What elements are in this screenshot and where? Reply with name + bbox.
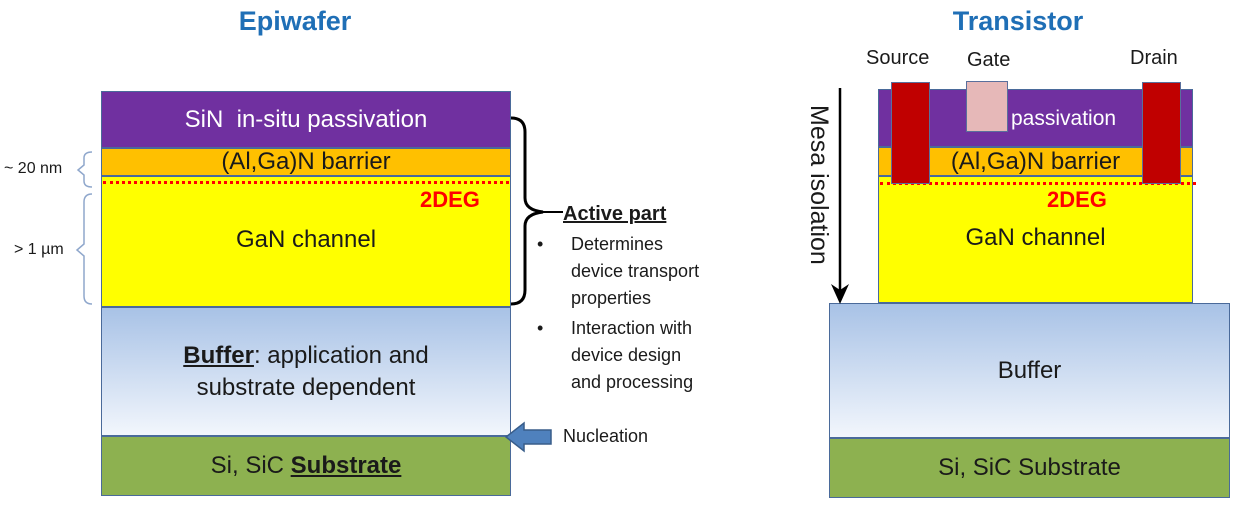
active-part-title: Active part — [563, 203, 667, 225]
nucleation-label: Nucleation — [563, 426, 649, 446]
epiwafer-barrier-layer: (Al,Ga)N barrier — [101, 148, 511, 176]
epiwafer-buffer-line1: : application and — [253, 341, 429, 369]
epiwafer-substrate-layer: Si, SiC Substrate — [101, 436, 511, 496]
epiwafer-channel-layer: GaN channel — [101, 176, 511, 307]
transistor-passivation-layer: passivation — [878, 89, 1193, 147]
transistor-2deg-line — [880, 182, 1196, 185]
bullet-line: and processing — [571, 372, 694, 392]
bullet-item: • Interaction with device design and pro… — [537, 315, 767, 396]
epiwafer-substrate-plain: Si, SiC — [210, 452, 291, 479]
active-part-brace — [510, 116, 563, 306]
drain-contact — [1142, 82, 1181, 184]
active-part-bullets: • Determines device transport properties… — [537, 231, 767, 396]
transistor-2deg-label: 2DEG — [1047, 187, 1107, 212]
transistor-buffer-label: Buffer — [997, 356, 1062, 384]
transistor-buffer-layer: Buffer — [829, 303, 1230, 438]
epiwafer-barrier-label: (Al,Ga)N barrier — [221, 148, 391, 175]
barrier-thickness-label: ~ 20 nm — [4, 160, 63, 177]
epiwafer-channel-label: GaN channel — [235, 225, 377, 253]
transistor-channel-layer: GaN channel — [878, 176, 1193, 303]
gate-label: Gate — [967, 49, 1011, 71]
transistor-title: Transistor — [952, 6, 1084, 36]
epiwafer-buffer-bold: Buffer — [183, 341, 254, 369]
epiwafer-substrate-bold: Substrate — [290, 452, 402, 479]
transistor-substrate-layer: Si, SiC Substrate — [829, 438, 1230, 498]
epiwafer-2deg-label: 2DEG — [420, 187, 480, 212]
channel-thickness-bracket — [75, 193, 93, 305]
bullet-line: Interaction with — [571, 318, 693, 338]
bullet-line: properties — [571, 288, 652, 308]
bullet-line: Determines — [571, 234, 664, 254]
transistor-barrier-label: (Al,Ga)N barrier — [950, 148, 1121, 175]
transistor-channel-label: GaN channel — [965, 223, 1106, 251]
thickness-brackets — [75, 151, 93, 305]
barrier-thickness-bracket — [76, 151, 93, 188]
epiwafer-buffer-line2: substrate dependent — [196, 373, 416, 401]
mesa-isolation-arrow-icon — [831, 88, 849, 304]
epiwafer-title: Epiwafer — [238, 6, 352, 36]
transistor-barrier-layer: (Al,Ga)N barrier — [878, 147, 1193, 176]
epiwafer-2deg-line — [103, 181, 509, 184]
source-contact — [891, 82, 930, 184]
source-label: Source — [866, 47, 930, 69]
drain-label: Drain — [1130, 47, 1178, 69]
bullet-dot: • — [537, 318, 544, 338]
epiwafer-sin-layer: SiN in-situ passivation — [101, 91, 511, 148]
nucleation-arrow-icon — [504, 421, 552, 453]
transistor-substrate-label: Si, SiC Substrate — [938, 454, 1121, 481]
epiwafer-sin-label: SiN in-situ passivation — [184, 105, 428, 133]
channel-thickness-label: > 1 µm — [14, 241, 64, 258]
bullet-line: device design — [571, 345, 682, 365]
transistor-passivation-label: passivation — [1011, 107, 1117, 130]
epiwafer-buffer-layer: Buffer: application and substrate depend… — [101, 307, 511, 436]
gate-contact — [966, 81, 1008, 132]
bullet-dot: • — [537, 234, 544, 254]
mesa-isolation-label: Mesa isolation — [805, 105, 833, 265]
bullet-line: device transport — [571, 261, 700, 281]
bullet-item: • Determines device transport properties — [537, 231, 767, 312]
